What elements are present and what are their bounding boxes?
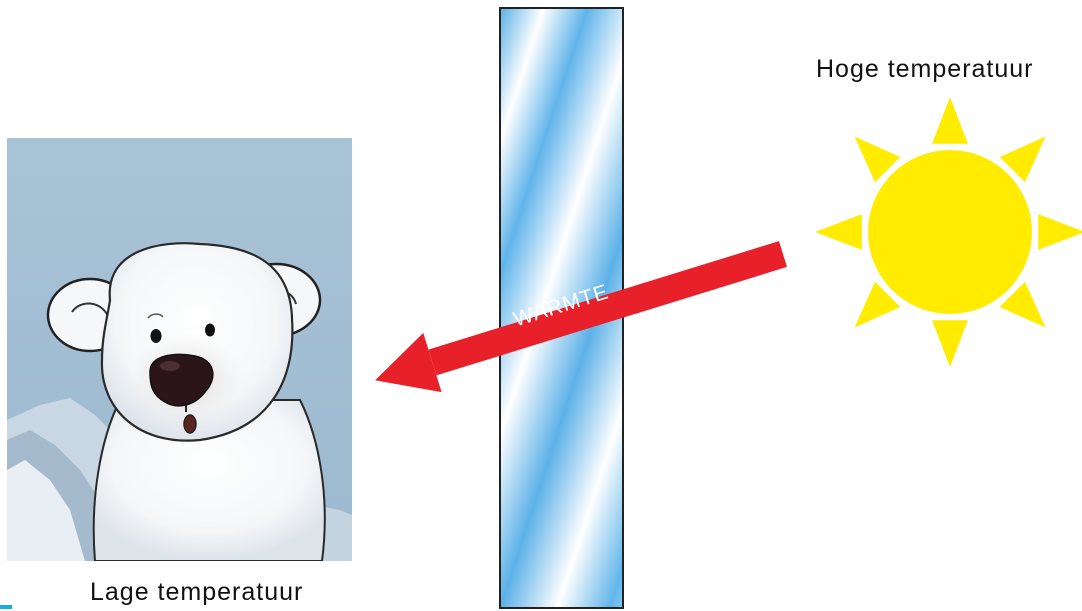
hot-temperature-label: Hoge temperatuur [816,55,1034,84]
sun-ray [815,214,862,250]
sun-disc [868,150,1032,314]
sun-ray [932,320,968,367]
sun-ray [1038,214,1082,250]
sun-icon [815,97,1082,367]
polar-bear-illustration [7,138,352,561]
edge-marker [0,605,12,609]
cold-temperature-label: Lage temperatuur [90,578,303,607]
sun-ray [932,97,968,144]
heat-arrow-head [366,333,442,410]
